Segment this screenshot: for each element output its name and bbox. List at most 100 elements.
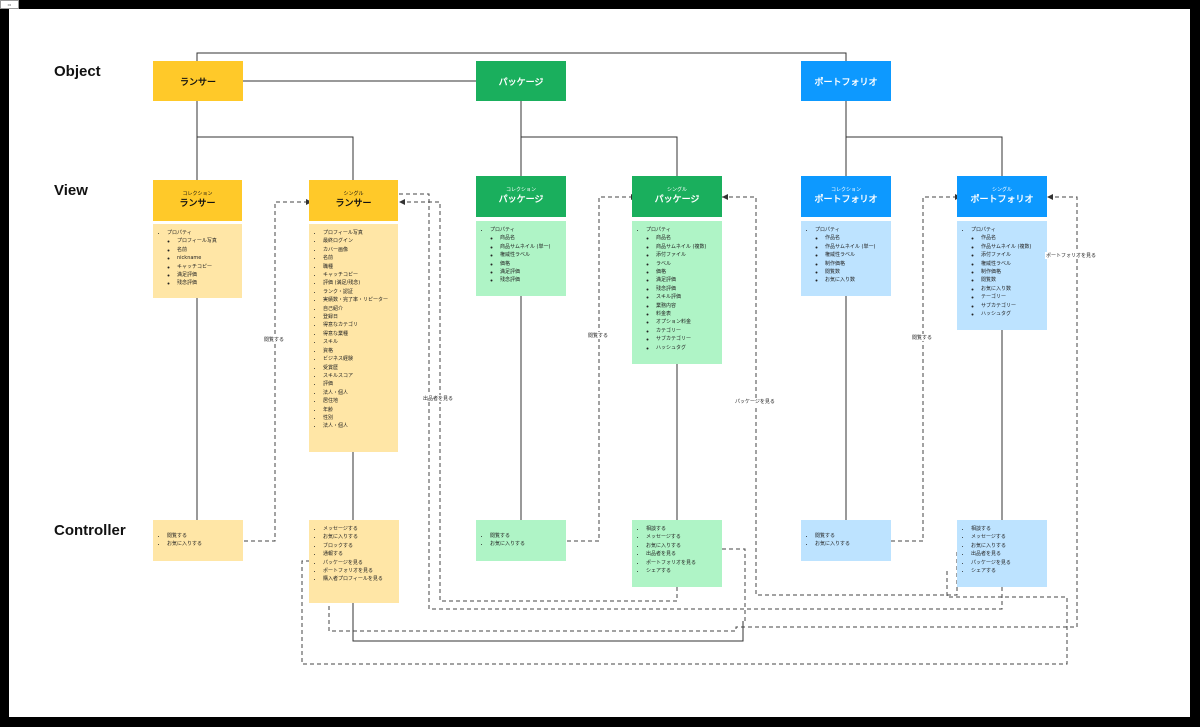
property-heading: プロパティ (490, 227, 515, 233)
action-item[interactable]: お気に入りする (646, 542, 718, 550)
view-title: ポートフォリオ (970, 194, 1034, 205)
object-package[interactable]: パッケージ (476, 61, 566, 101)
view-kind-label: シングル (991, 186, 1012, 193)
action-item[interactable]: メッセージする (323, 525, 395, 533)
action-item[interactable]: ポートフォリオを見る (646, 559, 718, 567)
view-kind-label: シングル (343, 190, 364, 197)
list-item: 満足評価 (177, 271, 238, 279)
list-item: 作品名 (825, 234, 887, 242)
action-item[interactable]: 閲覧する (167, 532, 239, 540)
list-item: 商品サムネイル (複数) (656, 243, 718, 251)
view-header-lancer-collection[interactable]: コレクション ランサー (153, 180, 242, 221)
list-item: 閲覧数 (825, 268, 887, 276)
list-item: カバー画像 (323, 246, 394, 254)
action-item[interactable]: 相談する (646, 525, 718, 533)
action-item[interactable]: 閲覧する (490, 532, 562, 540)
view-header-package-single[interactable]: シングル パッケージ (632, 176, 722, 217)
action-item[interactable]: ブロックする (323, 542, 395, 550)
action-item[interactable]: お気に入りする (971, 542, 1043, 550)
controller-portfolio-collection: 閲覧する お気に入りする (801, 520, 891, 561)
list-item: 権威性ラベル (825, 251, 887, 259)
action-item[interactable]: メッセージする (971, 533, 1043, 541)
action-item[interactable]: お気に入りする (490, 540, 562, 548)
action-item[interactable]: シェアする (971, 567, 1043, 575)
view-kind-label: コレクション (182, 190, 213, 197)
list-item: 名前 (323, 254, 394, 262)
object-portfolio[interactable]: ポートフォリオ (801, 61, 891, 101)
object-lancer[interactable]: ランサー (153, 61, 243, 101)
action-item[interactable]: メッセージする (646, 533, 718, 541)
list-item: 性別 (323, 414, 394, 422)
list-item: 自己紹介 (323, 305, 394, 313)
action-item[interactable]: お気に入りする (815, 540, 887, 548)
action-item[interactable]: 閲覧する (815, 532, 887, 540)
controller-package-collection: 閲覧する お気に入りする (476, 520, 566, 561)
list-item: 制作価格 (981, 268, 1043, 276)
row-label-view: View (54, 182, 88, 199)
view-card-portfolio-collection: プロパティ 作品名 作品サムネイル (単一) 権威性ラベル 制作価格 閲覧数 お… (801, 221, 891, 296)
dash-view-seller (399, 201, 678, 602)
list-item: 最終ログイン (323, 237, 394, 245)
view-title: パッケージ (498, 194, 544, 205)
list-item: 価格 (656, 268, 718, 276)
list-item: 添付ファイル (656, 251, 718, 259)
view-kind-label: シングル (666, 186, 687, 193)
list-item: 商品名 (500, 234, 562, 242)
property-heading: プロパティ (971, 227, 996, 233)
action-item[interactable]: ポートフォリオを見る (323, 567, 395, 575)
dash-view-package-2 (722, 196, 958, 596)
link-lancer-single-bottom (352, 603, 744, 642)
frame-tag: ▭ (0, 0, 19, 9)
property-heading: プロパティ (167, 230, 192, 236)
action-item[interactable]: パッケージを見る (323, 559, 395, 567)
list-item: サブカテゴリー (981, 302, 1043, 310)
view-header-lancer-single[interactable]: シングル ランサー (309, 180, 398, 221)
action-item[interactable]: お気に入りする (167, 540, 239, 548)
action-item[interactable]: 通報する (323, 550, 395, 558)
action-item[interactable]: パッケージを見る (971, 559, 1043, 567)
action-item[interactable]: 出品者を見る (971, 550, 1043, 558)
controller-portfolio-single: 相談する メッセージする お気に入りする 出品者を見る パッケージを見る シェア… (957, 520, 1047, 587)
list-item: カテゴリー (656, 327, 718, 335)
view-title: ランサー (179, 198, 216, 209)
list-item: スキル評価 (656, 293, 718, 301)
list-item: 残念評価 (500, 276, 562, 284)
list-item: 年齢 (323, 406, 394, 414)
property-heading: プロパティ (815, 227, 840, 233)
link-lancer-portfolio-top (196, 52, 847, 61)
list-item: 作品サムネイル (単一) (825, 243, 887, 251)
list-item: キャッチコピー (323, 271, 394, 279)
controller-lancer-collection: 閲覧する お気に入りする (153, 520, 243, 561)
list-item: 残念評価 (177, 279, 238, 287)
list-item: 残念評価 (656, 285, 718, 293)
list-item: 料金表 (656, 310, 718, 318)
action-item[interactable]: 相談する (971, 525, 1043, 533)
list-item: nickname (177, 254, 238, 262)
wire-label-browse-package: 閲覧する (587, 332, 610, 339)
list-item: 商品サムネイル (単一) (500, 243, 562, 251)
list-item: 登録日 (323, 313, 394, 321)
action-item[interactable]: 出品者を見る (646, 550, 718, 558)
row-label-controller: Controller (54, 522, 126, 539)
list-item: 閲覧数 (981, 276, 1043, 284)
view-header-portfolio-single[interactable]: シングル ポートフォリオ (957, 176, 1047, 217)
list-item: 商品名 (656, 234, 718, 242)
list-item: お気に入り数 (825, 276, 887, 284)
list-item: ハッシュタグ (656, 344, 718, 352)
list-item: スキル (323, 338, 394, 346)
link-lancer-views (196, 101, 354, 180)
dash-browse-lancer (244, 201, 306, 542)
controller-package-single: 相談する メッセージする お気に入りする 出品者を見る ポートフォリオを見る シ… (632, 520, 722, 587)
action-item[interactable]: お気に入りする (323, 533, 395, 541)
action-item[interactable]: 購入者プロフィールを見る (323, 575, 395, 583)
view-header-package-collection[interactable]: コレクション パッケージ (476, 176, 566, 217)
list-item: 権威性ラベル (500, 251, 562, 259)
list-item: 制作価格 (825, 260, 887, 268)
view-kind-label: コレクション (830, 186, 861, 193)
list-item: 得意なカテゴリ (323, 321, 394, 329)
action-item[interactable]: シェアする (646, 567, 718, 575)
list-item: 作品サムネイル (複数) (981, 243, 1043, 251)
view-header-portfolio-collection[interactable]: コレクション ポートフォリオ (801, 176, 891, 217)
list-item: 添付ファイル (981, 251, 1043, 259)
list-item: 職種 (323, 263, 394, 271)
